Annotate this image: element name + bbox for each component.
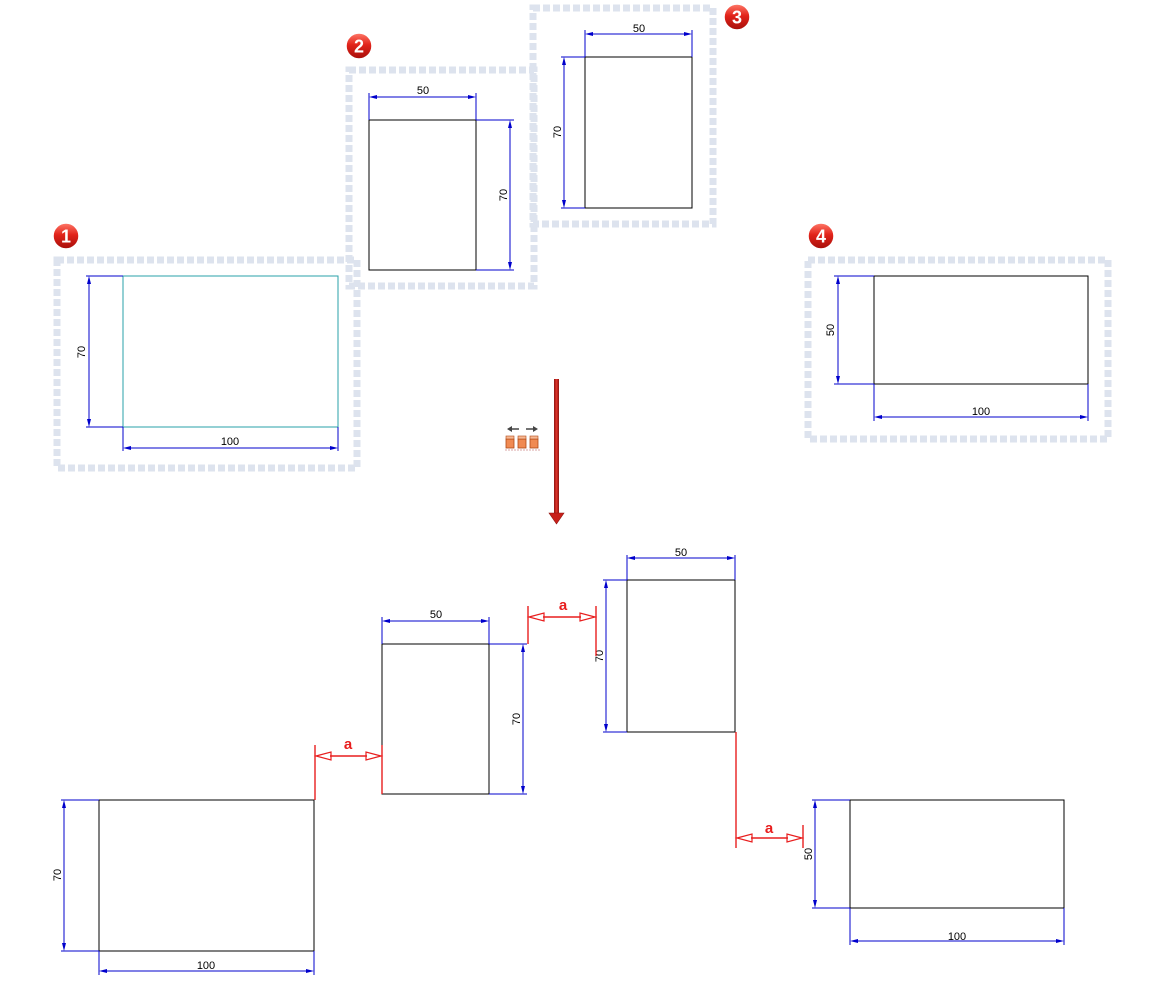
dimension-width-3: 50 [633,23,645,35]
result-dimension-width-2: 50 [430,609,442,621]
result-rectangle-1 [98,799,315,952]
result-dimension-height-4: 50 [803,848,815,860]
gap-label-2: a [559,597,568,614]
badge-1-label: 1 [61,227,71,247]
badge-2-label: 2 [354,37,364,57]
rectangle-1 [122,275,339,428]
rectangle-4 [873,275,1089,385]
drawing-3-before: 50 70 [552,23,693,209]
result-dimension-width-3: 50 [675,547,687,559]
result-rectangle-4 [849,799,1065,909]
badge-3: 3 [723,3,751,31]
result-dimension-height-1: 70 [52,869,64,881]
selection-frame-1 [53,256,361,472]
result-dimension-width-4: 100 [948,931,966,943]
gap-marker-1: a [313,736,384,800]
badge-1: 1 [52,222,80,250]
dimension-height-2: 70 [498,189,510,201]
result-rectangle-3 [626,579,736,733]
result-dimension-height-2: 70 [511,713,523,725]
drawing-3-after: 50 70 [594,547,736,733]
dimension-width-2: 50 [417,85,429,97]
gap-label-1: a [344,736,353,753]
arrow-down-icon [548,379,565,525]
badge-2: 2 [345,32,373,60]
drawing-1-before: 70 100 [76,275,339,451]
dimension-height-3: 70 [552,126,564,138]
result-dimension-width-1: 100 [197,960,215,972]
badge-3-label: 3 [732,8,742,28]
gap-marker-3: a [734,732,805,848]
gap-label-3: a [765,820,774,837]
gap-marker-2: a [526,597,598,656]
dimension-width-1: 100 [221,436,239,448]
drawing-4-after: 50 100 [803,799,1065,945]
distribute-horizontal-icon [505,426,540,451]
drawing-2-before: 50 70 [368,85,514,271]
badge-4-label: 4 [816,227,826,247]
result-rectangle-2 [381,643,490,795]
result-dimension-height-3: 70 [594,650,606,662]
badge-4: 4 [807,222,835,250]
drawing-4-before: 50 100 [825,275,1089,421]
dimension-width-4: 100 [972,406,990,418]
drawing-1-after: 70 100 [52,799,315,975]
selection-frame-3 [529,4,717,228]
selection-frame-2 [345,66,538,290]
rectangle-2 [368,119,477,271]
selection-frame-4 [804,256,1112,443]
dimension-height-1: 70 [76,346,88,358]
rectangle-3 [584,56,693,209]
drawing-2-after: 50 70 [381,609,527,795]
dimension-height-4: 50 [825,324,837,336]
